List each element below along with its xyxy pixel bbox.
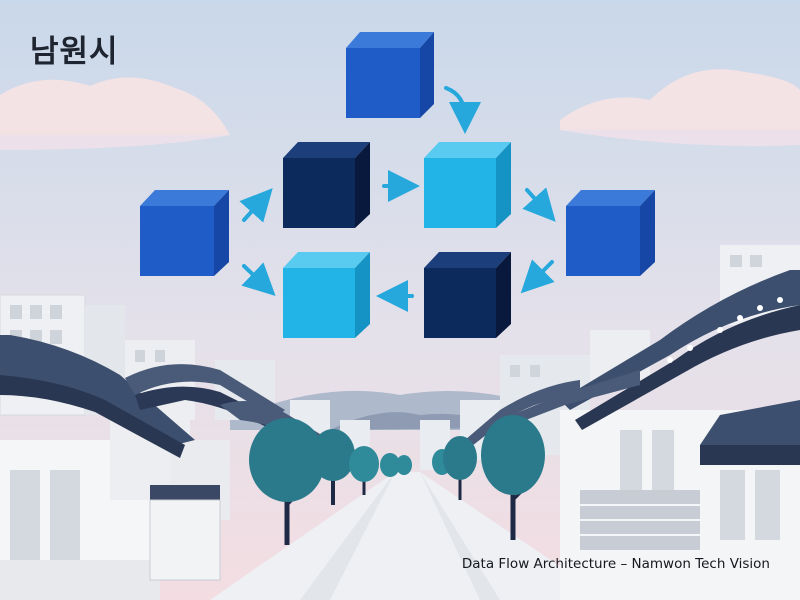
flow-arrows	[239, 86, 556, 312]
trees	[249, 415, 545, 545]
cube-n1	[346, 32, 434, 118]
tree-center-1	[380, 453, 400, 477]
tree-right-large	[481, 415, 545, 540]
cube-n2	[283, 142, 370, 228]
data-flow-diagram	[140, 32, 655, 338]
arrow-n5-to-n7	[520, 259, 555, 294]
cube-n3	[424, 142, 511, 228]
tree-right-mid	[443, 436, 477, 500]
arrow-n3-to-n5	[522, 187, 556, 222]
arrow-n4-to-n2	[239, 188, 273, 223]
road	[210, 472, 610, 600]
tree-left-large	[249, 418, 325, 545]
caption-text: Data Flow Architecture – Namwon Tech Vis…	[461, 556, 770, 572]
arrow-n1-to-n3	[444, 86, 481, 134]
arrow-n4-to-n6	[241, 262, 276, 297]
cube-n4	[140, 190, 229, 276]
tree-left-small	[349, 446, 379, 495]
tree-left-mid	[311, 429, 355, 505]
right-hanok-houses	[465, 270, 800, 600]
cube-n6	[283, 252, 370, 338]
tree-center-2	[396, 455, 412, 475]
cube-n7	[424, 252, 511, 338]
clouds	[0, 69, 800, 150]
city-name-title: 남원시	[30, 34, 119, 70]
left-hanok-houses	[0, 335, 330, 600]
cube-n5	[566, 190, 655, 276]
